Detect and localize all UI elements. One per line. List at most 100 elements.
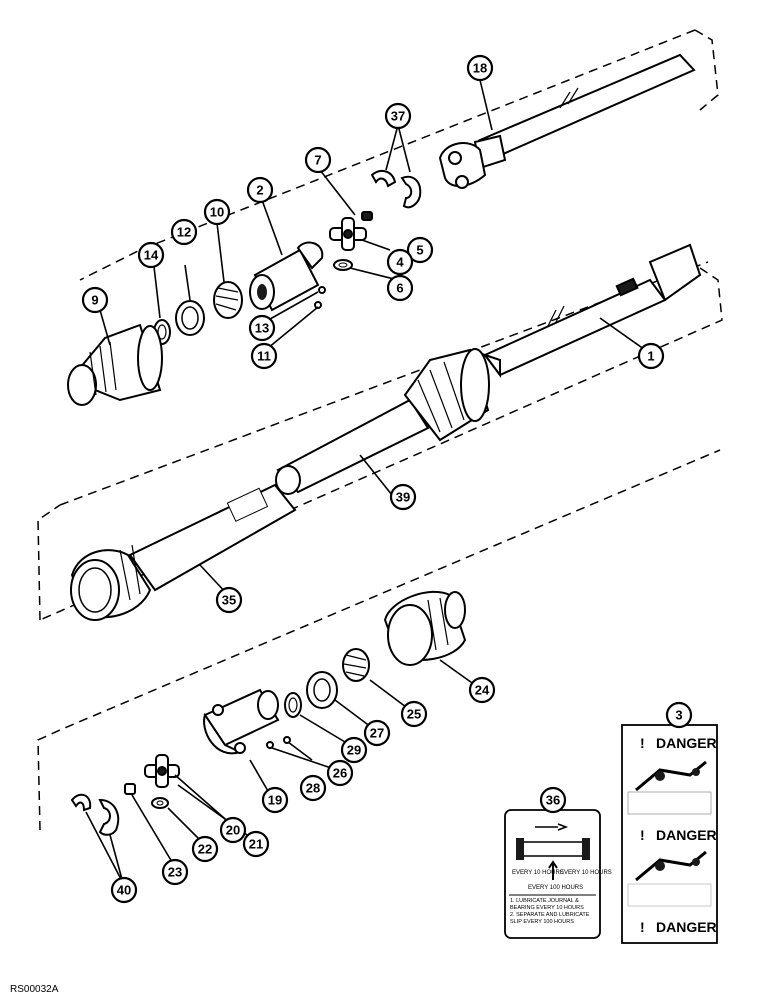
reference-code: RS00032A [10,984,59,995]
callout-4: 4 [386,248,414,276]
svg-text:9: 9 [91,293,98,308]
lube-interval-mid: EVERY 100 HOURS [528,885,583,891]
part-29-snap-ring [284,692,302,718]
part-2-inner-yoke [249,241,324,312]
callout-18: 18 [466,54,494,82]
svg-text:3: 3 [675,708,682,723]
svg-text:14: 14 [144,248,159,263]
part-37-retaining-clips [370,169,422,209]
part-25-spring [342,648,370,682]
lube-interval-right: EVERY 10 HOURS [560,870,612,876]
part-3-danger-decal: ! DANGER ! DANGER ! DANGER [621,724,718,944]
warning-pictogram-2 [635,850,707,882]
svg-text:6: 6 [396,281,403,296]
callout-11: 11 [250,342,278,370]
callout-6: 6 [386,274,414,302]
svg-text:39: 39 [396,490,410,505]
danger-exclamation-1: ! [640,735,645,751]
part-1-inner-tube [482,243,702,378]
callout-37: 37 [384,102,412,130]
leader-lines [85,79,649,884]
svg-text:26: 26 [333,766,347,781]
svg-text:37: 37 [391,109,405,124]
svg-text:20: 20 [226,823,240,838]
callout-24: 24 [468,676,496,704]
callout-13: 13 [248,314,276,342]
svg-text:35: 35 [222,593,236,608]
part-23-grease-fitting [124,783,136,795]
part-10-spring [213,281,243,319]
part-20-cross-journal [144,754,180,788]
callout-3: 3 [665,701,693,729]
svg-text:28: 28 [306,781,320,796]
lube-instruction-2: 2. SEPARATE AND LUBRICATE SLIP EVERY 100… [510,912,590,925]
svg-text:4: 4 [396,255,404,270]
part-24-shield-cone [383,590,467,666]
callout-29: 29 [340,736,368,764]
callout-23: 23 [161,858,189,886]
callout-9: 9 [81,286,109,314]
danger-label-1: DANGER [656,735,717,751]
lube-interval-left: EVERY 10 HOURS [512,870,564,876]
part-6-snap-ring [333,259,353,271]
svg-text:40: 40 [117,883,131,898]
svg-text:29: 29 [347,743,361,758]
svg-text:7: 7 [314,153,321,168]
part-12-bearing-ring [175,300,205,336]
svg-text:2: 2 [256,183,263,198]
callout-12: 12 [170,218,198,246]
svg-text:18: 18 [473,61,487,76]
svg-text:12: 12 [177,225,191,240]
callout-20: 20 [219,816,247,844]
part-39-outer-shield [275,348,490,495]
danger-exclamation-2: ! [640,827,645,843]
danger-label-3: DANGER [656,919,717,935]
danger-exclamation-3: ! [640,919,645,935]
callout-39: 39 [389,483,417,511]
callout-36: 36 [539,786,567,814]
part-13-11-balls [314,286,326,309]
svg-text:24: 24 [475,683,490,698]
part-26-28-balls [266,736,291,749]
callout-5: 5 [406,236,434,264]
callout-7: 7 [304,146,332,174]
callout-25: 25 [400,700,428,728]
part-27-bearing-ring [306,671,338,709]
svg-text:11: 11 [257,349,271,364]
part-19-inner-yoke [203,688,280,755]
callout-10: 10 [203,198,231,226]
part-4-cross-journal [329,217,367,251]
svg-text:23: 23 [168,865,182,880]
part-7-grease-fitting [361,211,373,221]
part-18-outer-yoke-tube [438,53,696,189]
part-22-snap-ring [151,797,169,809]
svg-text:13: 13 [255,321,269,336]
callout-28: 28 [299,774,327,802]
svg-text:27: 27 [370,726,384,741]
svg-text:22: 22 [198,842,212,857]
callout-35: 35 [215,586,243,614]
part-35-shield-tube [70,483,297,621]
svg-text:10: 10 [210,205,224,220]
callout-40: 40 [110,876,138,904]
callout-1: 1 [637,342,665,370]
callout-21: 21 [242,830,270,858]
svg-text:21: 21 [249,837,263,852]
svg-text:5: 5 [416,243,423,258]
callout-27: 27 [363,719,391,747]
callout-22: 22 [191,835,219,863]
lube-instruction-1: 1. LUBRICATE JOURNAL & BEARING EVERY 10 … [510,898,584,911]
callout-14: 14 [137,241,165,269]
svg-text:25: 25 [407,707,421,722]
callout-26: 26 [326,759,354,787]
warning-pictogram-1 [635,760,707,792]
svg-text:19: 19 [268,793,282,808]
callout-19: 19 [261,786,289,814]
svg-text:36: 36 [546,793,560,808]
callout-2: 2 [246,176,274,204]
danger-label-2: DANGER [656,827,717,843]
svg-text:1: 1 [647,349,654,364]
part-9-shield-cone [67,323,163,406]
part-40-retaining-clips [70,793,120,836]
